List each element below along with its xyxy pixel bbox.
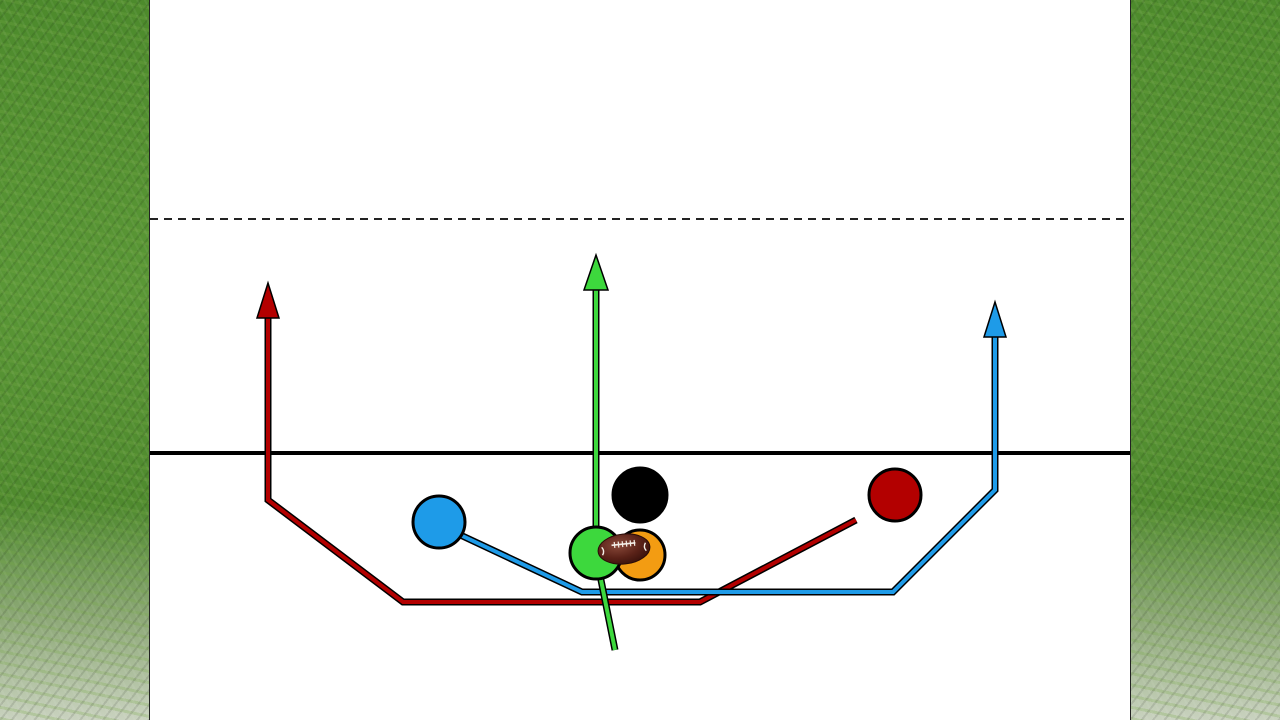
green-route-arrowhead — [582, 252, 610, 291]
blue-receiver — [411, 494, 467, 550]
red-route-fill — [266, 310, 857, 604]
grass-background-right — [1131, 0, 1280, 720]
blue-route-arrowhead — [982, 299, 1008, 338]
blue-route-fill — [438, 330, 997, 594]
blue-route — [437, 330, 999, 596]
red-route-arrowhead — [255, 280, 281, 319]
red-receiver — [867, 467, 923, 523]
red-route — [264, 310, 858, 606]
football-icon — [597, 533, 651, 565]
grass-background-left — [0, 0, 150, 720]
black-player — [611, 466, 669, 524]
